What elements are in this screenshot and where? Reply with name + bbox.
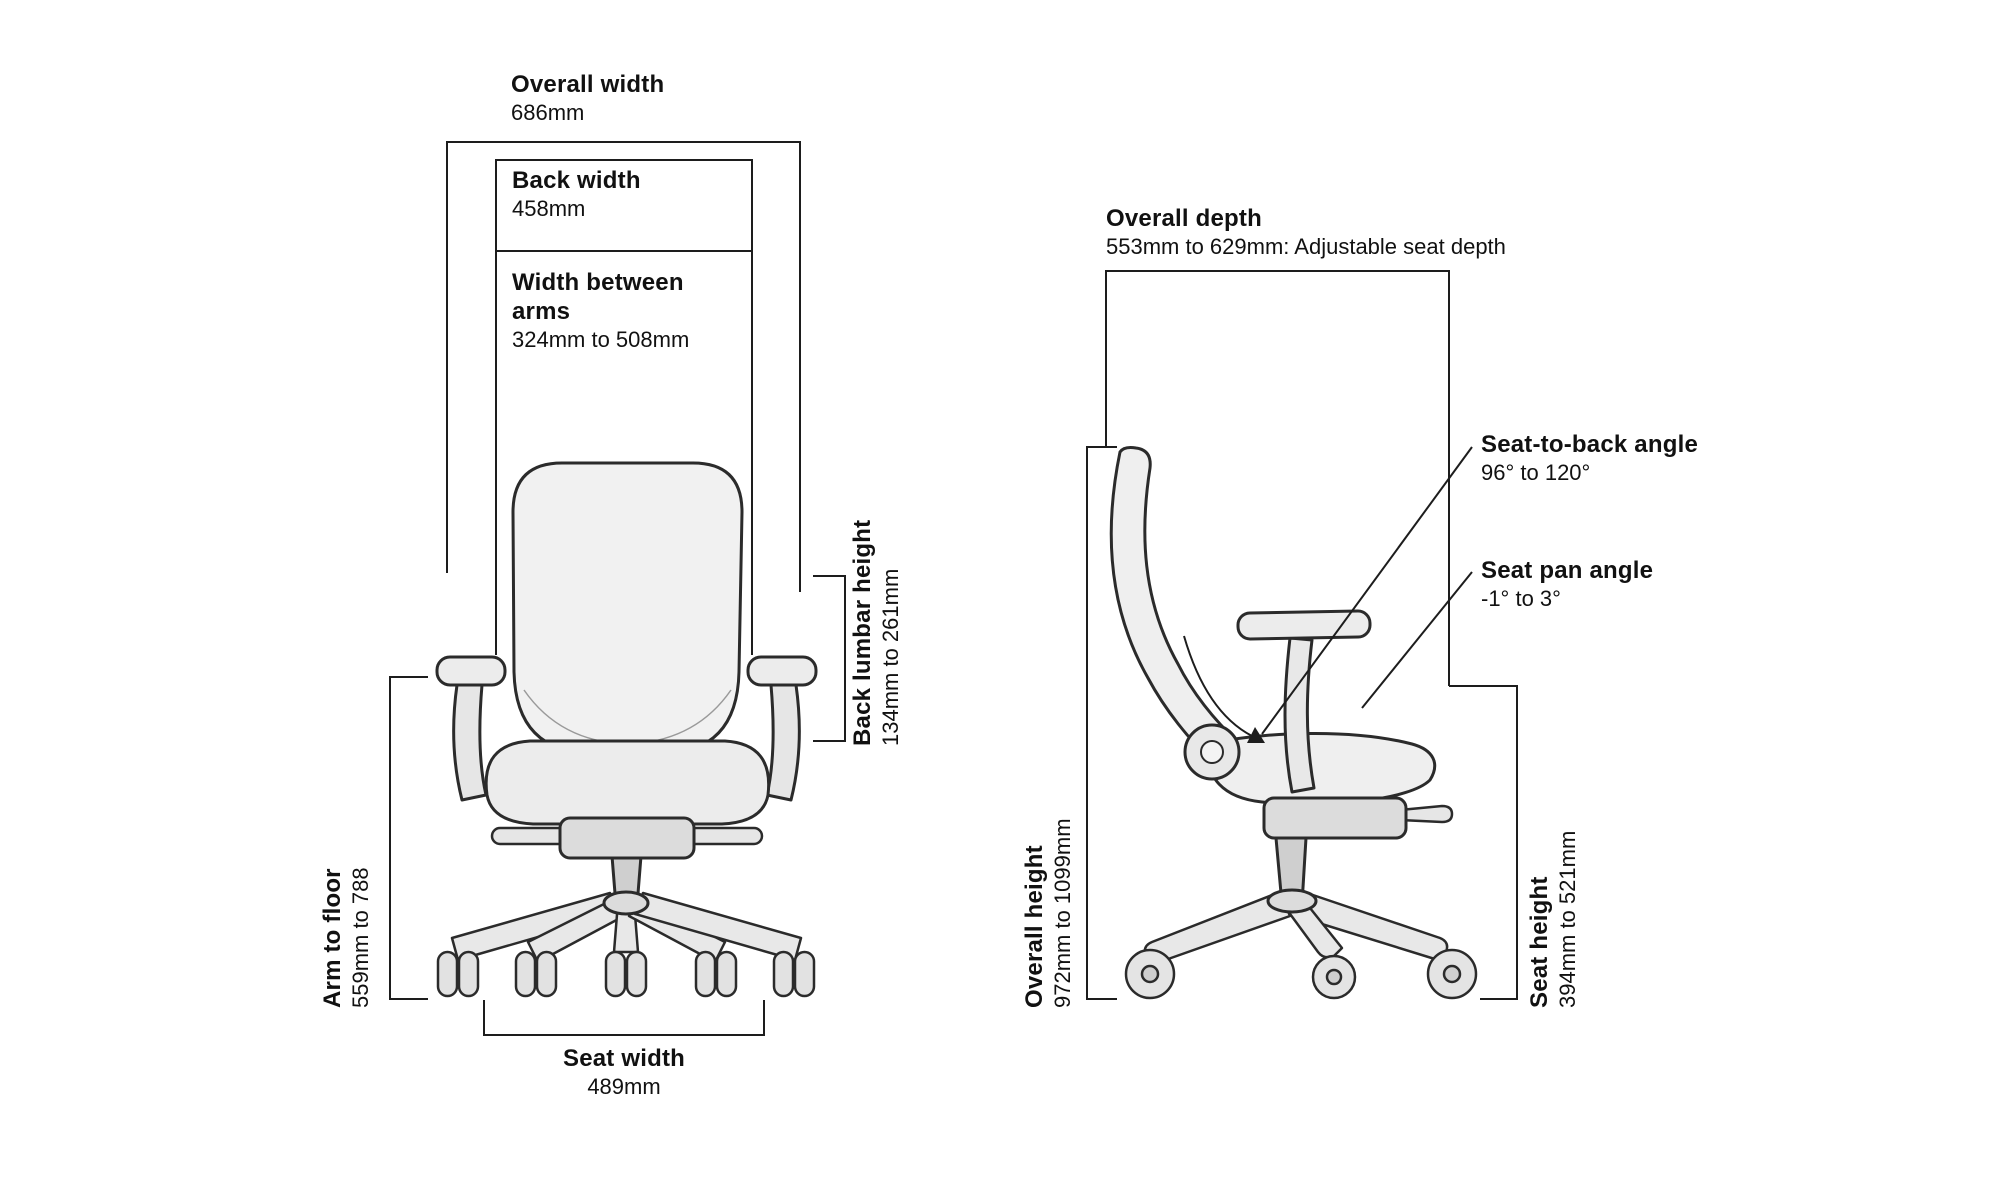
seat-width-value: 489mm [587,1074,661,1099]
side-armrest-pad [1236,609,1372,641]
seat-pan-angle-label: Seat pan angle -1° to 3° [1481,556,1653,612]
front-armrest-left-pad [435,655,507,687]
seat-to-back-angle-value: 96° to 120° [1481,460,1591,485]
side-casters [1124,948,1478,1000]
width-between-arms-dimension-lines [495,250,753,655]
back-width-title: Back width [512,167,641,194]
overall-width-label: Overall width 686mm [511,70,664,126]
seat-height-value: 394mm to 521mm [1555,830,1580,1008]
seat-to-back-angle-arrowhead [1247,727,1265,743]
front-armrest-right-pad [746,655,818,687]
side-seat-mechanism [1262,796,1408,840]
back-width-value: 458mm [512,196,586,221]
overall-height-title: Overall height [1021,845,1048,1008]
side-backrest [1109,446,1240,766]
side-seat [1206,731,1436,806]
width-between-arms-value: 324mm to 508mm [512,327,690,352]
front-backrest [511,461,744,755]
arm-to-floor-dimension-lines [389,676,428,1000]
seat-to-back-angle-title: Seat-to-back angle [1481,431,1698,458]
seat-pan-angle-leader-line [1361,571,1473,709]
seat-pan-angle-value: -1° to 3° [1481,586,1561,611]
seat-width-title: Seat width [562,1045,685,1072]
seat-to-back-angle-leader-line [1261,446,1473,735]
back-lumbar-height-dimension-lines [813,575,846,742]
arm-to-floor-label: Arm to floor 559mm to 788 [318,688,376,1008]
overall-width-title: Overall width [511,71,665,98]
seat-width-label: Seat width 489mm [474,1044,774,1100]
back-lumbar-height-title: Back lumbar height [849,519,876,746]
back-width-label: Back width 458mm [512,166,641,222]
side-armrest-support [1283,636,1316,794]
overall-depth-label: Overall depth 553mm to 629mm: Adjustable… [1106,204,1506,260]
seat-height-dimension-lines [1449,685,1518,1000]
side-adjust-lever [1398,804,1454,824]
overall-height-dimension-lines [1086,446,1117,1000]
back-lumbar-height-label: Back lumbar height 134mm to 261mm [848,426,906,746]
arm-to-floor-title: Arm to floor [319,868,346,1008]
side-recline-knob-center [1200,740,1224,764]
front-seat [484,739,771,826]
seat-pan-angle-title: Seat pan angle [1481,557,1654,584]
seat-to-back-angle-arc [1183,635,1253,737]
width-between-arms-title: Width between arms [512,269,684,325]
side-view-chair [1109,446,1478,1000]
overall-width-dimension-lines [446,141,801,592]
front-armrest-left-support [452,683,488,802]
side-base-hub [1266,888,1318,914]
back-width-dimension-lines [495,159,753,251]
overall-depth-value: 553mm to 629mm: Adjustable seat depth [1106,234,1506,259]
overall-width-value: 686mm [511,100,585,125]
overall-depth-title: Overall depth [1106,205,1262,232]
front-armrest-right-support [765,683,801,802]
seat-height-label: Seat height 394mm to 521mm [1525,678,1583,1008]
seat-to-back-angle-label: Seat-to-back angle 96° to 120° [1481,430,1698,486]
arm-to-floor-value: 559mm to 788 [348,867,373,1008]
seat-width-dimension-lines [483,1000,765,1036]
front-base-hub [602,890,650,916]
front-view-chair [435,461,818,998]
seat-height-title: Seat height [1526,876,1553,1008]
width-between-arms-label: Width between arms 324mm to 508mm [512,268,712,353]
front-seat-mechanism [558,816,696,860]
overall-height-value: 972mm to 1099mm [1050,818,1075,1008]
back-lumbar-height-value: 134mm to 261mm [878,568,903,746]
overall-height-label: Overall height 972mm to 1099mm [1020,668,1078,1008]
front-casters [436,950,816,998]
